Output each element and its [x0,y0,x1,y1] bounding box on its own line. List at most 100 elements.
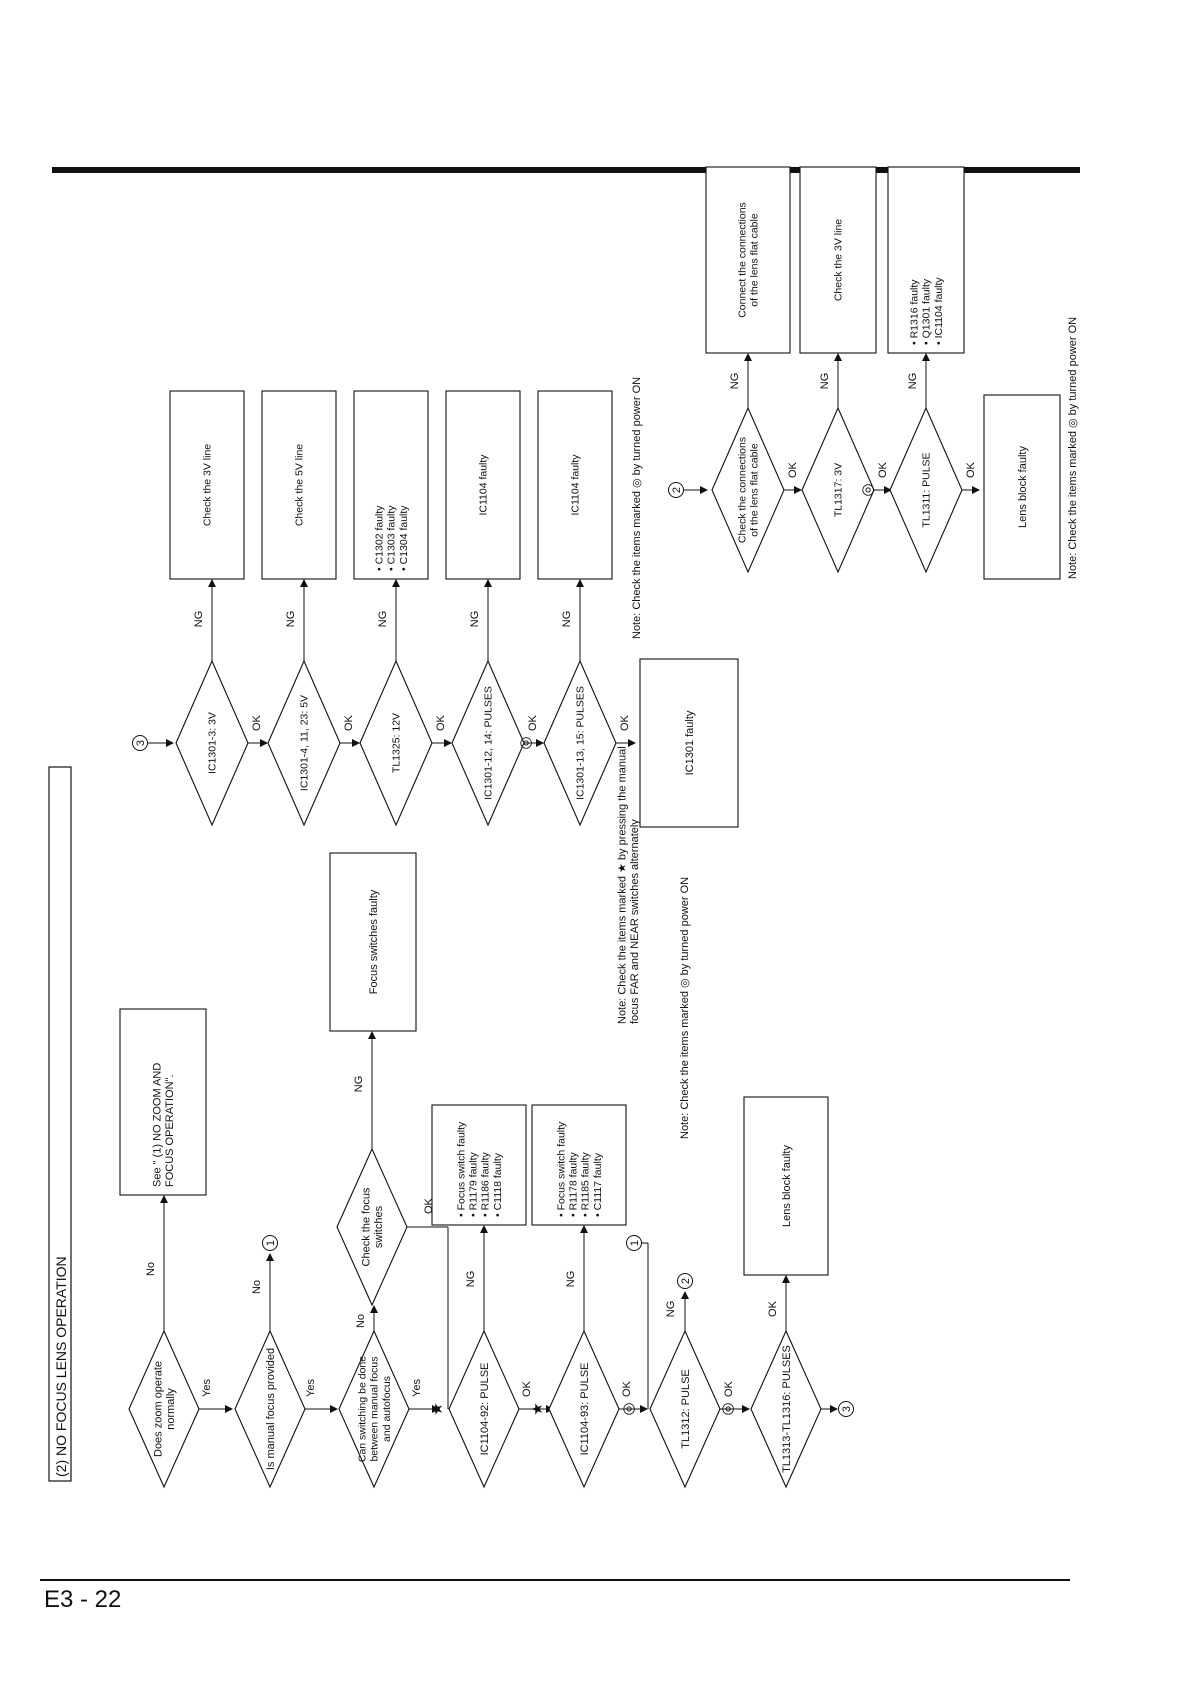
arrow-manual-yes [330,1405,338,1413]
double-circle-tl1313: ◎ [719,1402,736,1415]
arrow-ic1301-3-ok [260,739,268,747]
box-tl1311-ng [887,166,965,354]
star-mark-93: ★ [529,1402,546,1415]
label-tl1311-ok: OK [965,461,977,478]
decision-check-switches-text-line-1: Check the focus [361,1187,373,1266]
box-connections-ng-text-line-2: of the lens flat cable [749,213,761,307]
note-double-circle-2: Note: Check the items marked ◎ by turned… [631,377,643,639]
decision-connections-text-line-2: of the lens flat cable [749,443,761,537]
decision-check-switches-text-line-2: switches [373,1205,385,1248]
box-tl1311-ng-text-line-1: • R1316 faulty [909,279,921,345]
box-tl1311-ng-text-line-2: • Q1301 faulty [921,278,933,345]
label-zoom-no: No [145,1262,157,1276]
note-double-circle-3: Note: Check the items marked ◎ by turned… [1067,317,1079,579]
label-check-switches-ok: OK [423,1197,435,1214]
box-connections-ng [705,166,791,354]
label-tl1317-ok: OK [877,461,889,478]
decision-tl1317 [801,406,875,574]
arrow-ic1301-3-ng [208,579,216,587]
decision-tl1311 [889,406,963,574]
decision-tl1312-text-line-1: TL1312: PULSE [680,1369,692,1449]
note-star-line-1: Note: Check the items marked ★ by pressi… [617,746,629,1024]
box-ic1301-4-ng [261,390,337,580]
decision-check-switches [336,1147,408,1307]
box-93-faulty-text-line-1: • Focus switch faulty [556,1121,568,1217]
label-switching-yes: Yes [411,1379,423,1397]
box-tl1325-ng-text-line-3: • C1304 faulty [398,505,410,571]
star-mark-92: ★ [429,1402,446,1415]
label-check-switches-ng: NG [353,1076,365,1093]
box-see-no-zoom-text-line-2: FOCUS OPERATION". [164,1075,176,1188]
connector-3-out-number: 3 [841,1406,853,1412]
flowchart-shapes [48,166,1061,1489]
decision-zoom [128,1329,200,1489]
decision-connections-text-line-1: Check the connections [737,437,749,543]
box-switches-faulty [329,852,417,1032]
label-ic1301-12-ok: OK [527,714,539,731]
box-92-faulty-text-line-3: • R1186 faulty [480,1151,492,1217]
box-tl1317-ng [799,166,877,354]
decision-switching-text-line-2: between manual focus [369,1356,381,1461]
note-star-line-2: focus FAR and NEAR switches alternately [629,819,641,1024]
box-92-faulty-text-line-1: • Focus switch faulty [456,1121,468,1217]
arrow-tl1317-ok [884,486,892,494]
decision-switching-text-line-3: and autofocus [381,1376,393,1442]
box-lens-block-2-text-line-1: Lens block faulty [1017,446,1029,528]
label-93-ng: NG [565,1271,577,1288]
arrow-tl1311-ok [972,486,980,494]
arrow-ic1301-13-ng [576,579,584,587]
label-tl1311-ng: NG [907,373,919,390]
box-ic1301-12-ng-text-line-1: IC1104 faulty [478,454,490,516]
label-connections-ok: OK [787,461,799,478]
box-ic1301-3-ng [169,390,245,580]
box-ic1301-13-ng-text-line-1: IC1104 faulty [570,454,582,516]
arrow-ic1301-4-ok [352,739,360,747]
arrow-tl1317-ng [834,353,842,361]
label-tl1312-ng: NG [665,1301,677,1318]
label-tl1312-ok: OK [723,1380,735,1397]
box-lens-block-1-text-line-1: Lens block faulty [781,1145,793,1227]
label-ic1301-4-ng: NG [285,611,297,628]
decision-tl1325 [359,659,433,827]
decision-tl1313-text-line-1: TL1313-TL1316: PULSES [781,1345,793,1473]
decision-ic1301-12 [451,659,525,827]
box-ic1301-13-ng [537,390,613,580]
label-tl1313-ok: OK [767,1300,779,1317]
label-93-ok: OK [621,1380,633,1397]
arrow-tl1312-ok [742,1405,750,1413]
section-title: (2) NO FOCUS LENS OPERATION [53,1256,69,1477]
connector-1-out [262,1235,278,1251]
box-ic1301-faulty-text-line-1: IC1301 faulty [684,710,696,775]
decision-ic1104-92 [448,1329,520,1489]
arrow-ic1301-13-ok [628,739,636,747]
arrow-tl1313-ng [830,1405,838,1413]
section-title-box [48,766,72,1482]
decision-tl1312 [649,1329,721,1489]
decision-switching-text-line-1: Can switching be done [357,1356,369,1462]
box-tl1317-ng-text-line-1: Check the 3V line [833,219,845,301]
decision-ic1301-3-text-line-1: IC1301-3: 3V [207,712,219,774]
arrow-c3-down [166,739,174,747]
bottom-rule [40,1579,1070,1581]
connector-1-in-number: 1 [629,1240,641,1246]
label-switching-no: No [355,1314,367,1328]
box-lens-block-1 [743,1096,829,1276]
decision-ic1301-4 [267,659,341,827]
box-93-faulty-text-line-4: • C1117 faulty [592,1152,604,1217]
arrow-tl1312-ng [681,1291,689,1299]
decision-ic1301-3 [175,659,249,827]
arrow-connections-ng [744,353,752,361]
box-ic1301-faulty [639,658,739,828]
connector-3-in-number: 3 [135,740,147,746]
page-number: E3 - 22 [44,1586,122,1613]
arrow-manual-no [266,1253,274,1261]
arrow-tl1313-ok [782,1275,790,1283]
box-tl1325-ng [353,390,429,580]
decision-ic1301-12-text-line-1: IC1301-12, 14: PULSES [483,686,495,800]
connector-2-out-number: 2 [680,1278,692,1284]
arrow-zoom-yes [225,1405,233,1413]
arrow-zoom-no [160,1195,168,1203]
arrow-ic1301-12-ng [484,579,492,587]
